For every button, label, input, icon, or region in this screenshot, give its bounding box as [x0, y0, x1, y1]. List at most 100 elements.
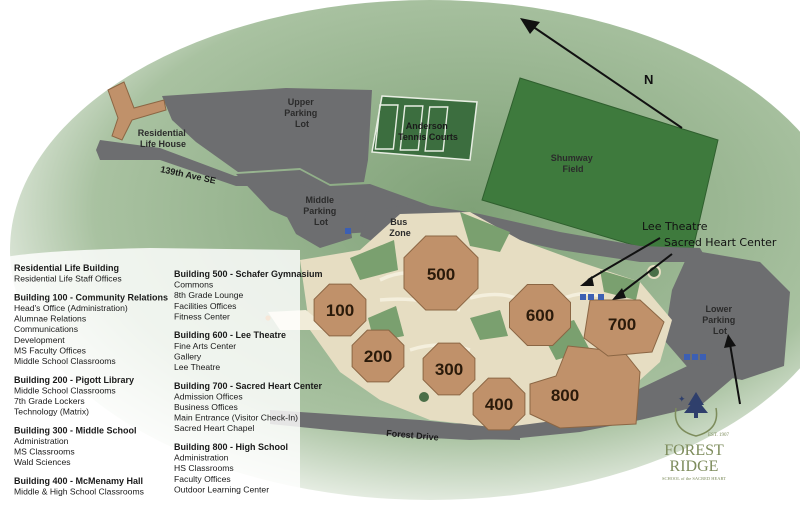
- forest-drive: [270, 410, 520, 440]
- octagon-buildings: [313, 235, 571, 431]
- legend-item: Residential Life Staff Offices: [14, 274, 122, 284]
- building-400[interactable]: [472, 377, 526, 431]
- building-700-number: 700: [608, 315, 636, 334]
- accessible-parking-markers: [345, 228, 706, 360]
- callout-sacred-heart-label: Sacred Heart Center: [664, 236, 777, 249]
- legend-item: 7th Grade Lockers: [14, 396, 85, 406]
- logo-line1: FOREST: [664, 442, 724, 459]
- legend-item: Middle School Classrooms: [14, 356, 116, 366]
- legend-item: Middle & High School Classrooms: [14, 487, 144, 497]
- logo-tagline: SCHOOL of the SACRED HEART: [662, 476, 726, 481]
- fountain-icon: [417, 390, 431, 404]
- legend-item: Administration: [14, 436, 69, 446]
- legend-item: Outdoor Learning Center: [174, 484, 269, 494]
- legend-heading: Residential Life Building: [14, 263, 119, 273]
- building-800-number: 800: [551, 386, 579, 405]
- legend-backdrop: [0, 248, 300, 509]
- legend-item: Fine Arts Center: [174, 341, 236, 351]
- legend-heading: Building 400 - McMenamy Hall: [14, 476, 143, 486]
- forest-ridge-logo: ✦ EST. 1907 FOREST RIDGE SCHOOL of the S…: [662, 392, 730, 481]
- building-500-number: 500: [427, 265, 455, 284]
- legend-item: Facilities Offices: [174, 301, 236, 311]
- legend-heading: Building 700 - Sacred Heart Center: [174, 381, 323, 391]
- accessible-parking-icon: [345, 228, 351, 234]
- accessible-parking-icon: [588, 294, 594, 300]
- legend-item: Faculty Offices: [174, 474, 231, 484]
- building-600[interactable]: [509, 284, 571, 346]
- building-200-number: 200: [364, 347, 392, 366]
- legend-item: Alumnae Relations: [14, 314, 86, 324]
- building-400-number: 400: [485, 395, 513, 414]
- svg-text:✦: ✦: [678, 394, 686, 404]
- building-500[interactable]: [403, 235, 479, 311]
- shumway-field-label: Shumway Field: [551, 153, 596, 174]
- lower-parking-label: Lower Parking Lot: [702, 304, 738, 336]
- callout-arrow-icon: [612, 288, 626, 300]
- accessible-parking-icon: [580, 294, 586, 300]
- north-label: N: [644, 72, 653, 87]
- legend-item: MS Classrooms: [14, 447, 75, 457]
- logo-emblem-icon: ✦: [674, 392, 718, 437]
- legend-item: 8th Grade Lounge: [174, 290, 244, 300]
- legend-item: Lee Theatre: [174, 362, 220, 372]
- legend-heading: Building 500 - Schafer Gymnasium: [174, 269, 323, 279]
- tennis-courts[interactable]: [371, 95, 478, 161]
- legend-heading: Building 300 - Middle School: [14, 425, 137, 435]
- callout-arrow-icon: [580, 276, 594, 286]
- legend-heading: Building 100 - Community Relations: [14, 292, 168, 302]
- middle-parking-lot[interactable]: [278, 184, 352, 248]
- east-drive: [432, 360, 740, 440]
- callout-sacred-heart: Sacred Heart Center: [612, 236, 777, 300]
- accessible-parking-icon: [598, 294, 604, 300]
- legend-item: Wald Sciences: [14, 457, 71, 467]
- accessible-parking-icon: [684, 354, 690, 360]
- legend-column-2: Building 500 - Schafer GymnasiumCommons8…: [174, 269, 323, 494]
- logo-line2: RIDGE: [670, 458, 719, 475]
- building-200[interactable]: [351, 329, 405, 383]
- building-100-number: 100: [326, 301, 354, 320]
- building-100[interactable]: [313, 283, 367, 337]
- legend-item: Sacred Heart Chapel: [174, 423, 254, 433]
- building-300[interactable]: [422, 342, 476, 396]
- north-arrow-head-icon: [520, 18, 540, 34]
- upper-loop-road: [420, 204, 708, 262]
- legend-item: Main Entrance (Visitor Check-In): [174, 413, 298, 423]
- callout-lower-parking: [724, 334, 741, 405]
- legend-item: Admission Offices: [174, 391, 243, 401]
- lower-parking-lot[interactable]: [664, 250, 790, 380]
- residential-life-house-label: Residential Life House: [138, 128, 189, 149]
- accessible-parking-icon: [700, 354, 706, 360]
- bus-zone-label: Bus Zone: [389, 217, 411, 238]
- legend-item: Fitness Center: [174, 311, 230, 321]
- tennis-courts-label: Anderson Tennis Courts: [398, 121, 458, 142]
- building-800[interactable]: [529, 345, 641, 429]
- legend-item: Technology (Matrix): [14, 407, 89, 417]
- legend-heading: Building 800 - High School: [174, 442, 288, 452]
- legend-item: Communications: [14, 324, 78, 334]
- building-300-number: 300: [435, 360, 463, 379]
- legend-item: Development: [14, 335, 65, 345]
- callout-arrow-icon: [724, 334, 736, 348]
- callout-lee-theatre-label: Lee Theatre: [642, 220, 708, 233]
- residential-life-house[interactable]: [107, 81, 167, 141]
- north-arrow: N: [520, 18, 683, 129]
- legend-item: Gallery: [174, 351, 202, 361]
- legend-item: MS Faculty Offices: [14, 345, 86, 355]
- upper-parking-label: Upper Parking Lot: [284, 97, 320, 129]
- legend-item: HS Classrooms: [174, 463, 234, 473]
- tennis-court-lines: [374, 104, 449, 152]
- logo-est: EST. 1907: [708, 433, 730, 438]
- building-700[interactable]: [583, 299, 665, 357]
- callout-lee-theatre: Lee Theatre: [580, 220, 708, 286]
- legend-item: Middle School Classrooms: [14, 385, 116, 395]
- legend-item: Business Offices: [174, 402, 238, 412]
- upper-parking-lot[interactable]: [162, 88, 372, 184]
- accessible-parking-icon: [692, 354, 698, 360]
- middle-parking-label: Middle Parking Lot: [303, 195, 339, 227]
- legend-heading: Building 200 - Pigott Library: [14, 375, 134, 385]
- road-139th-ave: [96, 140, 308, 186]
- legend-heading: Building 600 - Lee Theatre: [174, 330, 286, 340]
